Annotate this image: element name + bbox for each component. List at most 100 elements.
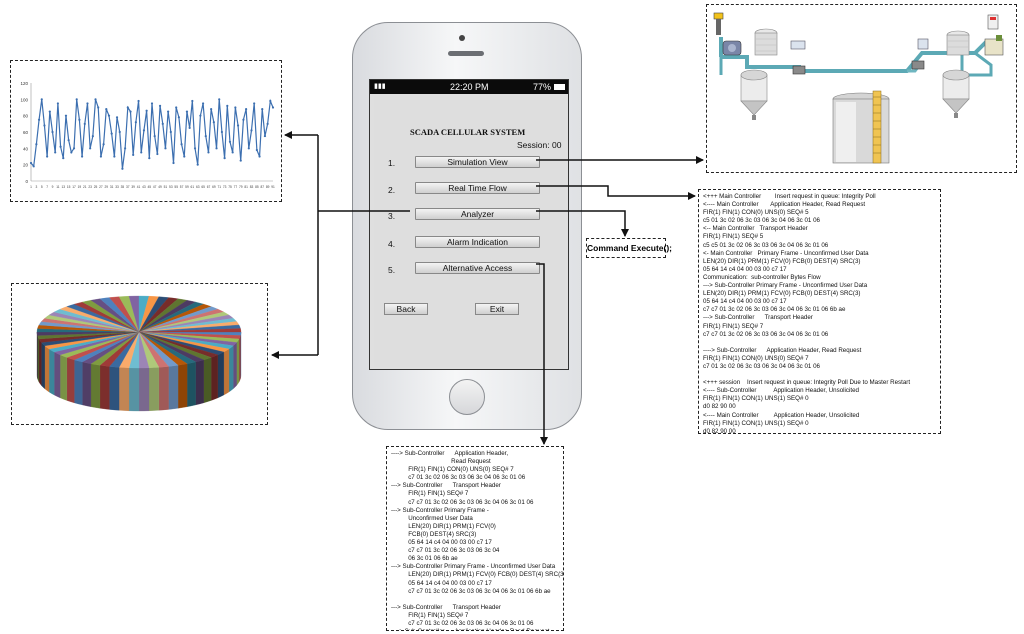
data-point: [105, 108, 108, 111]
simulation-view-panel: [706, 4, 1017, 173]
log-line: [391, 596, 559, 604]
pie-slice: [138, 328, 242, 333]
y-tick-label: 20: [23, 163, 29, 168]
x-tick-label: 65: [201, 185, 205, 189]
log-line: [703, 339, 936, 347]
status-battery: 77%: [533, 82, 552, 92]
data-point: [223, 157, 226, 160]
data-point: [185, 110, 189, 113]
storage-tank-small-left: [754, 28, 778, 56]
log-line: <+++ session Insert request in queue: In…: [703, 379, 911, 387]
data-point: [124, 147, 127, 150]
storage-tank-small-right: [946, 30, 970, 56]
phone-speaker: [448, 51, 484, 56]
x-tick-label: 67: [207, 185, 211, 189]
data-point: [102, 143, 105, 146]
exit-button[interactable]: Exit: [475, 303, 519, 315]
data-point: [258, 155, 261, 158]
data-point: [250, 129, 253, 132]
data-point: [263, 134, 267, 138]
log-line: 05 64 14 c4 04 00 03 00 c7 17: [391, 539, 492, 547]
log-line: c7 01 3c 02 06 3c 03 06 3c 04 06 3c 01 0…: [391, 474, 526, 482]
x-tick-label: 9: [52, 185, 54, 189]
log-line: FIR(1) FIN(1) CON(0) UNS(0) SEQ# 7: [703, 354, 809, 362]
data-point: [215, 147, 218, 150]
data-point: [145, 109, 148, 112]
data-point: [218, 98, 221, 101]
pie-slice-side: [217, 351, 224, 399]
data-point: [91, 134, 94, 138]
x-tick-label: 59: [185, 185, 189, 189]
x-tick-label: 75: [228, 185, 232, 189]
x-tick-label: 53: [169, 185, 173, 189]
log-line: c7 c7 01 3c 02 06 3c 03 06 3c 04 06 3c 0…: [703, 306, 846, 314]
data-point: [226, 104, 229, 107]
phone-camera: [459, 35, 465, 41]
pie-slice-side: [44, 345, 50, 393]
silo-left: [740, 69, 768, 120]
simulation-view-button[interactable]: Simulation View: [415, 156, 540, 168]
data-point: [193, 147, 197, 150]
data-point: [169, 130, 172, 134]
data-point: [97, 106, 100, 109]
log-line: c7 c7 01 3c 02 06 3c 03 06 3c 04 06 3c 0…: [703, 330, 829, 338]
pie-slice-side: [186, 361, 196, 407]
log-line: <+++ Main Controller Insert request in q…: [703, 193, 876, 200]
analyzer-button[interactable]: Analyzer: [415, 208, 540, 220]
log-line: ---> Sub-Controller Transport Header: [391, 482, 501, 490]
data-point: [164, 147, 167, 150]
x-tick-label: 5: [41, 185, 43, 189]
app-panel: SCADA CELLULAR SYSTEM Session: 00 1. Sim…: [374, 96, 565, 367]
x-tick-label: 73: [223, 185, 227, 189]
data-point: [271, 106, 275, 109]
log-line: FIR(1) FIN(1) CON(0) UNS(0) SEQ# 5: [703, 209, 809, 217]
log-line: FIR(1) FIN(1) CON(0) UNS(0) SEQ# 7: [391, 466, 514, 474]
data-point: [54, 151, 57, 154]
x-tick-label: 33: [115, 185, 119, 189]
log-line: FIR(1) FIN(1) CON(1) UNS(1) SEQ# 0: [703, 395, 809, 403]
signal-icon: ▮▮▮: [374, 83, 386, 90]
data-point: [59, 145, 62, 148]
data-point: [210, 108, 213, 111]
log-line: ---> Sub-Controller Primary Frame - Unco…: [703, 282, 868, 290]
control-unit-icon: [984, 14, 1004, 56]
real-time-flow-button[interactable]: Real Time Flow: [415, 182, 540, 194]
x-tick-label: 61: [191, 185, 195, 189]
pie-slice-side: [90, 363, 101, 409]
home-button[interactable]: [449, 379, 485, 415]
back-button[interactable]: Back: [384, 303, 428, 315]
x-tick-label: 79: [239, 185, 243, 189]
data-point: [107, 114, 111, 117]
menu-number-2: 2.: [388, 185, 396, 195]
x-tick-label: 57: [180, 185, 184, 189]
pie-slice-side: [168, 365, 179, 410]
log-line: c7 c7 01 3c 02 06 3c 03 06 3c 04 06 3c 0…: [391, 498, 534, 506]
data-point: [148, 157, 151, 160]
sub-controller-log-panel: ----> Sub-Controller Application Header,…: [386, 446, 564, 631]
y-tick-label: 100: [20, 97, 28, 102]
data-point: [255, 148, 258, 152]
alarm-indication-button[interactable]: Alarm Indication: [415, 236, 540, 248]
data-point: [94, 98, 97, 101]
log-line: <---- Main Controller Application Header…: [703, 201, 866, 209]
log-line: c7 01 3c 02 06 3c 03 06 3c 04 06 3c 01 0…: [703, 362, 820, 370]
pie-slice-side: [228, 345, 234, 393]
menu-number-5: 5.: [388, 265, 396, 275]
pie-slice-side: [236, 338, 240, 386]
pie-slice-side: [210, 354, 218, 401]
data-point: [142, 129, 146, 132]
pie-slice-side: [158, 366, 169, 411]
x-tick-label: 71: [217, 185, 221, 189]
alternative-access-button[interactable]: Alternative Access: [415, 262, 540, 274]
x-tick-label: 11: [56, 185, 60, 189]
controller-log-panel: <+++ Main Controller Insert request in q…: [698, 189, 941, 434]
pie-side-group: [36, 331, 242, 412]
data-point: [118, 130, 121, 134]
data-point: [121, 167, 124, 170]
data-point: [129, 110, 132, 113]
data-point: [199, 114, 202, 117]
log-line: FCB(0) DEST(4) SRC(3): [391, 530, 477, 538]
data-point: [167, 110, 170, 113]
x-tick-label: 27: [99, 185, 103, 189]
y-tick-label: 80: [23, 114, 29, 119]
